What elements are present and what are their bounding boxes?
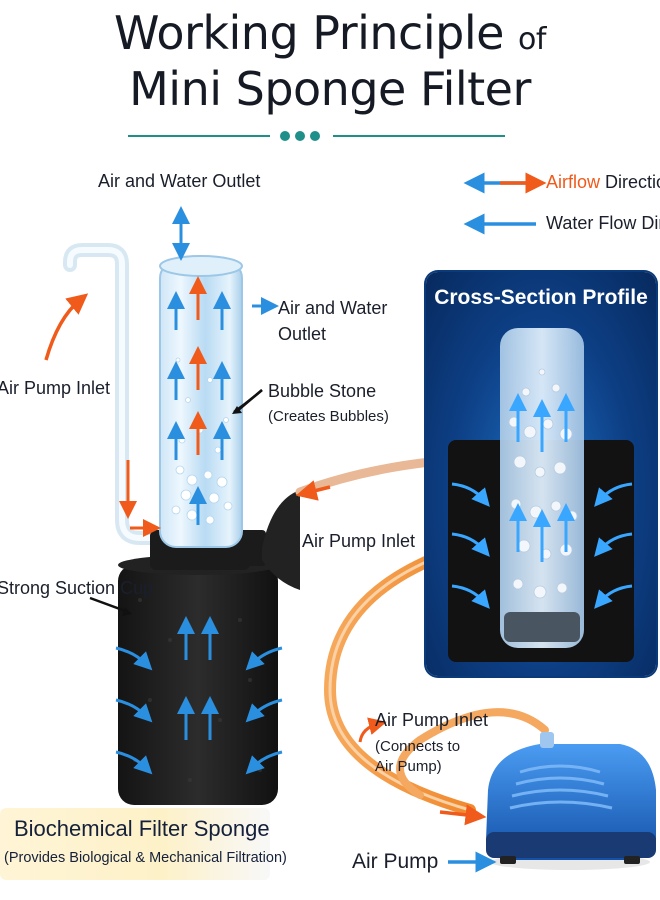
divider-dot xyxy=(295,131,305,141)
label-top-outlet: Air and Water Outlet xyxy=(98,171,261,191)
label-air-pump-inlet-bottom: Air Pump Inlet xyxy=(375,710,489,730)
legend-airflow-word: Airflow xyxy=(546,172,601,192)
title-line-1: Working Principle of xyxy=(0,6,660,60)
label-bubble-stone-sub: (Creates Bubbles) xyxy=(268,408,389,425)
sponge-title: Biochemical Filter Sponge xyxy=(14,816,270,841)
label-connects-1: (Connects to xyxy=(375,738,461,755)
sponge-label-box: Biochemical Filter Sponge (Provides Biol… xyxy=(0,808,287,880)
sponge-body xyxy=(118,565,278,805)
air-pump xyxy=(486,732,656,870)
divider-dot xyxy=(310,131,320,141)
divider-right xyxy=(333,135,505,137)
sponge-subtitle: (Provides Biological & Mechanical Filtra… xyxy=(4,850,287,866)
label-suction-cup: Strong Suction Cup xyxy=(0,578,154,598)
label-air-pump-inlet-mid: Air Pump Inlet xyxy=(302,531,416,551)
divider-left xyxy=(128,135,270,137)
divider-dot xyxy=(280,131,290,141)
legend-airflow: Airflow Direction xyxy=(546,172,660,193)
cross-section-panel: Cross-Section Profile xyxy=(426,272,656,676)
cross-section-art xyxy=(448,328,634,662)
label-bubble-stone: Bubble Stone xyxy=(268,381,377,401)
title-line-2: Mini Sponge Filter xyxy=(129,62,531,116)
label-side-outlet-1: Air and Water xyxy=(278,298,388,318)
label-air-pump-inlet-left: Air Pump Inlet xyxy=(0,378,111,398)
label-side-outlet-2: Outlet xyxy=(278,324,327,344)
label-air-pump: Air Pump xyxy=(352,850,439,873)
title-main: Working Principle xyxy=(114,6,504,60)
legend-waterflow: Water Flow Direc xyxy=(546,213,660,233)
label-connects-2: Air Pump) xyxy=(375,758,442,775)
cross-section-title: Cross-Section Profile xyxy=(434,286,648,309)
legend-airflow-rest: Direction xyxy=(605,172,660,192)
title-of: of xyxy=(518,22,546,57)
